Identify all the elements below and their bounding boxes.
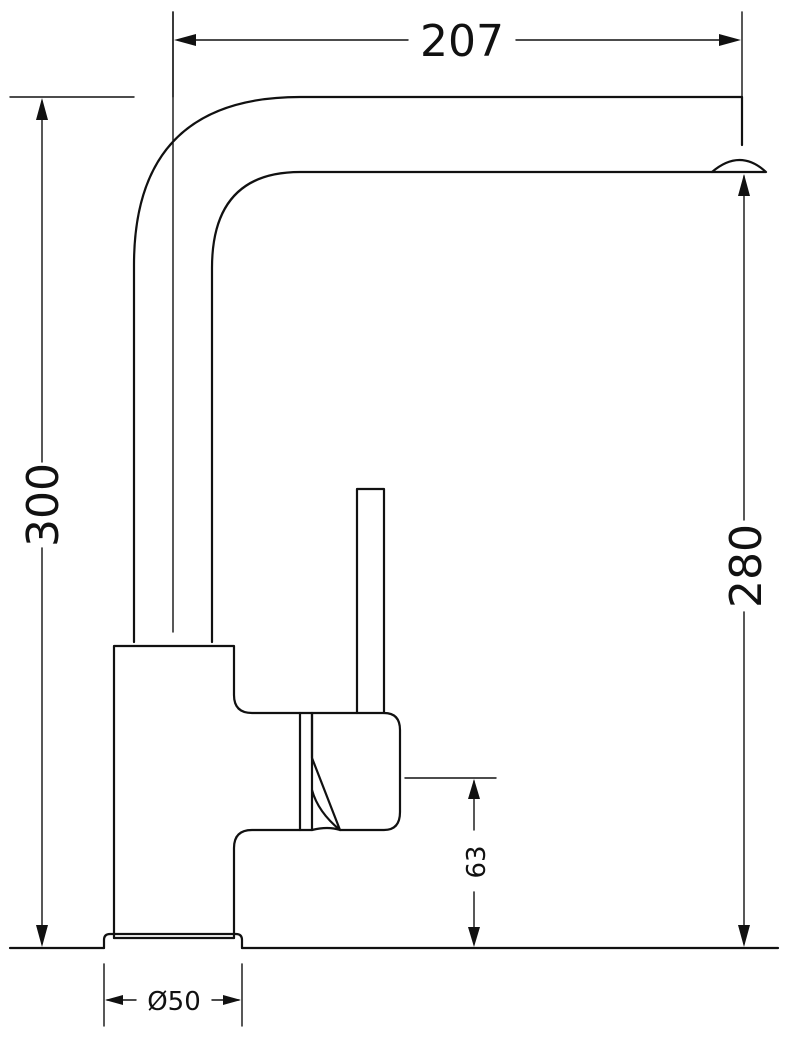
reach-arrow-right <box>719 34 741 46</box>
dimension-base-diameter: Ø50 <box>103 963 243 1027</box>
reach-label: 207 <box>420 16 504 67</box>
cartridge-ring <box>298 711 314 832</box>
handle-lever <box>355 487 386 715</box>
offset-arrow-top <box>468 779 480 799</box>
dimension-outlet-offset: 63 <box>404 777 497 947</box>
handle-cap <box>310 711 402 832</box>
faucet-outline <box>102 11 768 950</box>
diameter-arrow-left <box>105 995 123 1005</box>
diameter-arrow-right <box>223 995 241 1005</box>
handle-underside <box>310 788 342 832</box>
base-diameter-label: Ø50 <box>147 987 201 1017</box>
overall-height-label: 300 <box>18 463 69 547</box>
aerator-outlet <box>710 159 768 174</box>
height-arrow-bottom <box>36 925 48 947</box>
dimension-overall-height: 300 <box>9 96 135 947</box>
mounting-base <box>102 932 244 950</box>
dimension-spout-height: 280 <box>721 174 772 947</box>
offset-arrow-bottom <box>468 927 480 947</box>
height-arrow-top <box>36 98 48 120</box>
dimension-reach: 207 <box>172 11 743 98</box>
spout-height-label: 280 <box>721 524 772 608</box>
outlet-offset-label: 63 <box>462 845 492 878</box>
reach-arrow-left <box>174 34 196 46</box>
body-block <box>112 644 302 940</box>
spout-inner-edge <box>210 170 714 644</box>
spout-height-arrow-top <box>738 174 750 196</box>
spout-outer-edge <box>132 95 744 644</box>
spout-height-arrow-bottom <box>738 925 750 947</box>
